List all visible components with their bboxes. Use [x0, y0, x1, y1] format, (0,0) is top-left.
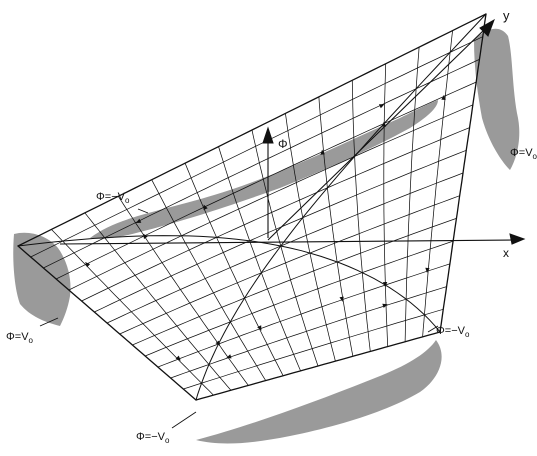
mesh-line: [170, 286, 447, 379]
svg-text:Φ=−Vo: Φ=−Vo: [136, 431, 170, 445]
field-line-arrows: [85, 94, 446, 361]
x-axis-arrowhead: [509, 233, 526, 245]
mesh-line: [422, 30, 453, 338]
label-lower-right-main: Φ=−V: [436, 325, 466, 337]
label-upper-right: Φ=Vo: [510, 147, 537, 161]
label-upper-left-sub: o: [125, 196, 130, 205]
mesh-line: [383, 63, 389, 347]
electrodes: [13, 28, 520, 444]
x-axis-label: x: [503, 246, 509, 260]
field-arrow: [257, 325, 262, 331]
mesh-line: [195, 13, 487, 401]
mesh-line: [439, 13, 487, 333]
label-lower-left-main: Φ=V: [6, 331, 29, 343]
x-axis: [59, 239, 516, 245]
label-upper-left: Φ=−Vo: [96, 191, 149, 214]
mesh-line: [68, 104, 474, 291]
field-arrow: [203, 204, 208, 210]
mesh-line: [351, 79, 371, 352]
mesh-line: [106, 172, 464, 324]
field-arrow: [339, 296, 344, 302]
electrode-upper-middle: [90, 100, 438, 239]
field-arrow: [143, 233, 148, 239]
field-arrow: [85, 262, 91, 268]
field-arrow: [215, 340, 221, 346]
electrode-left: [13, 232, 71, 326]
field-arrow: [382, 303, 388, 308]
svg-text:Φ=−Vo: Φ=−Vo: [436, 325, 470, 339]
mesh-line: [144, 240, 454, 357]
y-axis-label: y: [503, 8, 510, 23]
label-lower-left-sub: o: [29, 336, 34, 345]
mesh-line: [182, 308, 444, 390]
electrode-top-right: [474, 28, 520, 170]
electrode-bottom: [196, 340, 442, 444]
label-bottom-sub: o: [165, 436, 170, 445]
mesh-line: [119, 195, 461, 335]
mesh-line: [51, 229, 214, 396]
label-lower-right: Φ=−Vo: [427, 325, 470, 339]
mesh-line: [318, 96, 354, 357]
y-axis-arrowhead: [479, 18, 495, 37]
y-axis: [267, 27, 487, 241]
svg-text:Φ=−Vo: Φ=−Vo: [96, 191, 130, 205]
field-arrow: [425, 267, 430, 273]
coordinate-axes: [59, 18, 526, 245]
label-lower-left: Φ=Vo: [6, 317, 59, 345]
field-arrow: [381, 121, 387, 127]
mesh-line: [195, 331, 441, 401]
label-upper-right-main: Φ=V: [510, 147, 533, 159]
mesh-line: [81, 127, 470, 302]
mesh-line: [157, 263, 451, 368]
label-lower-right-sub: o: [465, 330, 470, 339]
field-arrow: [226, 354, 232, 359]
field-arrow: [382, 282, 388, 288]
mesh-line: [30, 36, 484, 258]
field-arrow: [441, 94, 446, 100]
phi-axis-arrowhead: [262, 126, 274, 144]
label-upper-right-sub: o: [533, 152, 537, 161]
svg-text:Φ=Vo: Φ=Vo: [6, 331, 34, 345]
mesh-line: [132, 218, 457, 346]
label-bottom: Φ=−Vo: [136, 411, 197, 445]
field-arrow: [378, 104, 385, 109]
label-upper-left-main: Φ=−V: [96, 191, 126, 203]
field-arrow: [175, 355, 181, 361]
mesh-line: [285, 113, 336, 362]
field-arrow: [135, 218, 142, 223]
potential-surface-mesh: [17, 13, 487, 401]
label-bottom-main: Φ=−V: [136, 431, 166, 443]
phi-axis-label: Φ: [278, 137, 288, 151]
field-arrow: [320, 149, 325, 155]
svg-text:Φ=Vo: Φ=Vo: [510, 147, 537, 161]
